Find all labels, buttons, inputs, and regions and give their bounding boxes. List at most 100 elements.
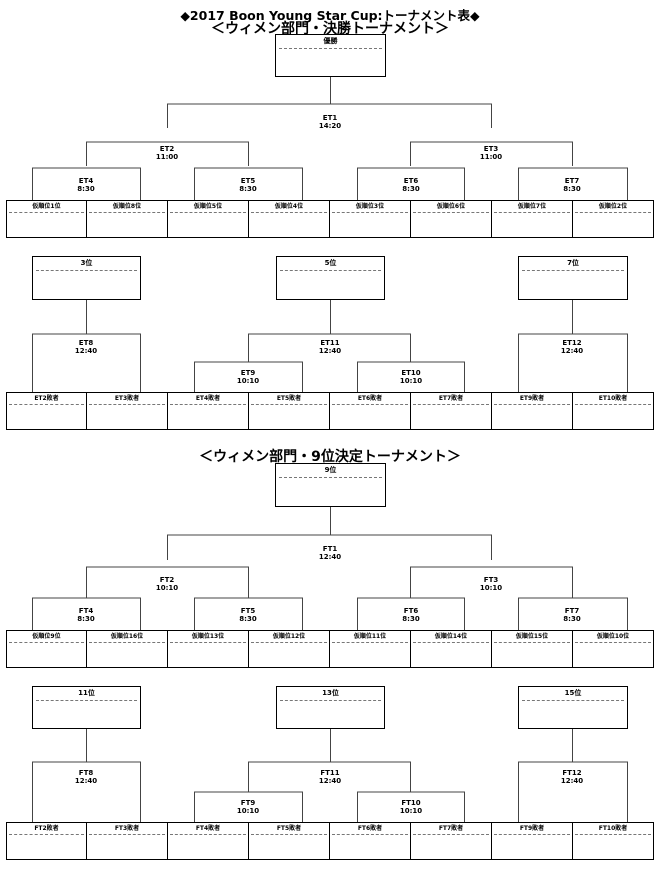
loser-cell: FT4敗者 [168, 823, 249, 859]
ninth-loser-row: FT2敗者 FT3敗者 FT4敗者 FT5敗者 FT6敗者 FT7敗者 FT9敗… [6, 822, 654, 860]
dashed-divider [332, 642, 408, 643]
loser-label: ET7敗者 [438, 395, 464, 402]
match-id: ET3 [483, 145, 499, 153]
dashed-divider [413, 642, 489, 643]
dashed-divider [413, 404, 489, 405]
seed-label: 仮順位10位 [596, 633, 630, 640]
match-id: FT7 [564, 607, 580, 615]
dashed-divider [36, 700, 137, 701]
seed-cell: 仮順位15位 [492, 631, 573, 667]
match-id: ET11 [320, 339, 340, 347]
loser-label: FT2敗者 [34, 825, 59, 832]
loser-label: ET3敗者 [114, 395, 140, 402]
seed-cell: 仮順位9位 [7, 631, 87, 667]
loser-cell: ET6敗者 [330, 393, 411, 429]
match-id: ET2 [159, 145, 175, 153]
loser-label: FT7敗者 [438, 825, 464, 832]
loser-label: ET2敗者 [34, 395, 59, 402]
loser-label: ET6敗者 [357, 395, 383, 402]
dashed-divider [170, 642, 246, 643]
final-loser-row: ET2敗者 ET3敗者 ET4敗者 ET5敗者 ET6敗者 ET7敗者 ET9敗… [6, 392, 654, 430]
match-id: FT4 [78, 607, 94, 615]
place-label: 13位 [322, 689, 339, 697]
seed-label: 仮順位7位 [517, 203, 547, 210]
seed-cell: 仮順位11位 [330, 631, 411, 667]
match-time: 11:00 [479, 153, 503, 161]
match-id: ET9 [240, 369, 256, 377]
seed-label: 仮順位5位 [193, 203, 223, 210]
match-id: ET10 [401, 369, 421, 377]
match-time: 10:10 [479, 584, 503, 592]
seed-label: 仮順位14位 [434, 633, 468, 640]
match-time: 12:40 [560, 347, 584, 355]
dashed-divider [9, 834, 84, 835]
loser-label: ET9敗者 [519, 395, 545, 402]
loser-cell: FT10敗者 [573, 823, 653, 859]
seed-label: 仮順位4位 [274, 203, 304, 210]
match-id: FT11 [320, 769, 340, 777]
seed-label: 仮順位15位 [515, 633, 549, 640]
match-id: FT10 [401, 799, 421, 807]
dashed-divider [89, 834, 165, 835]
dashed-divider [89, 212, 165, 213]
loser-cell: ET5敗者 [249, 393, 330, 429]
match-time: 8:30 [563, 615, 581, 623]
dashed-divider [575, 642, 651, 643]
dashed-divider [332, 404, 408, 405]
match-id: ET7 [564, 177, 580, 185]
champion-label: 優勝 [323, 37, 338, 45]
dashed-divider [413, 212, 489, 213]
seed-label: 仮順位1位 [32, 203, 61, 210]
loser-cell: ET10敗者 [573, 393, 653, 429]
match-time: 8:30 [239, 615, 257, 623]
champion-box: 優勝 [275, 34, 386, 77]
match-id: FT1 [322, 545, 338, 553]
match-time: 10:10 [236, 807, 260, 815]
loser-cell: FT9敗者 [492, 823, 573, 859]
seed-cell: 仮順位4位 [249, 201, 330, 237]
match-time: 8:30 [77, 185, 95, 193]
seed-cell: 仮順位13位 [168, 631, 249, 667]
match-time: 10:10 [236, 377, 260, 385]
match-time: 11:00 [155, 153, 179, 161]
loser-label: ET10敗者 [598, 395, 628, 402]
dashed-divider [170, 404, 246, 405]
loser-cell: FT7敗者 [411, 823, 492, 859]
match-id: FT12 [562, 769, 582, 777]
main-title: ◆2017 Boon Young Star Cup:トーナメント表◆ [180, 8, 480, 23]
match-time: 10:10 [155, 584, 179, 592]
dashed-divider [575, 404, 651, 405]
seed-cell: 仮順位12位 [249, 631, 330, 667]
place-box-3: 3位 [32, 256, 141, 300]
final-seed-row: 仮順位1位 仮順位8位 仮順位5位 仮順位4位 仮順位3位 仮順位6位 仮順位7… [6, 200, 654, 238]
match-id: ET6 [403, 177, 419, 185]
ninth-place-box: 9位 [275, 463, 386, 507]
match-time: 10:10 [399, 807, 423, 815]
loser-cell: FT5敗者 [249, 823, 330, 859]
place-box-7: 7位 [518, 256, 628, 300]
dashed-divider [413, 834, 489, 835]
loser-label: FT4敗者 [195, 825, 221, 832]
final-section-title: ＜ウィメン部門・決勝トーナメント＞ [211, 21, 449, 37]
loser-label: FT10敗者 [598, 825, 628, 832]
loser-label: FT3敗者 [114, 825, 140, 832]
place-label: 7位 [567, 259, 579, 267]
dashed-divider [575, 834, 651, 835]
match-id: FT8 [78, 769, 94, 777]
dashed-divider [280, 270, 381, 271]
seed-cell: 仮順位6位 [411, 201, 492, 237]
match-time: 8:30 [402, 615, 420, 623]
